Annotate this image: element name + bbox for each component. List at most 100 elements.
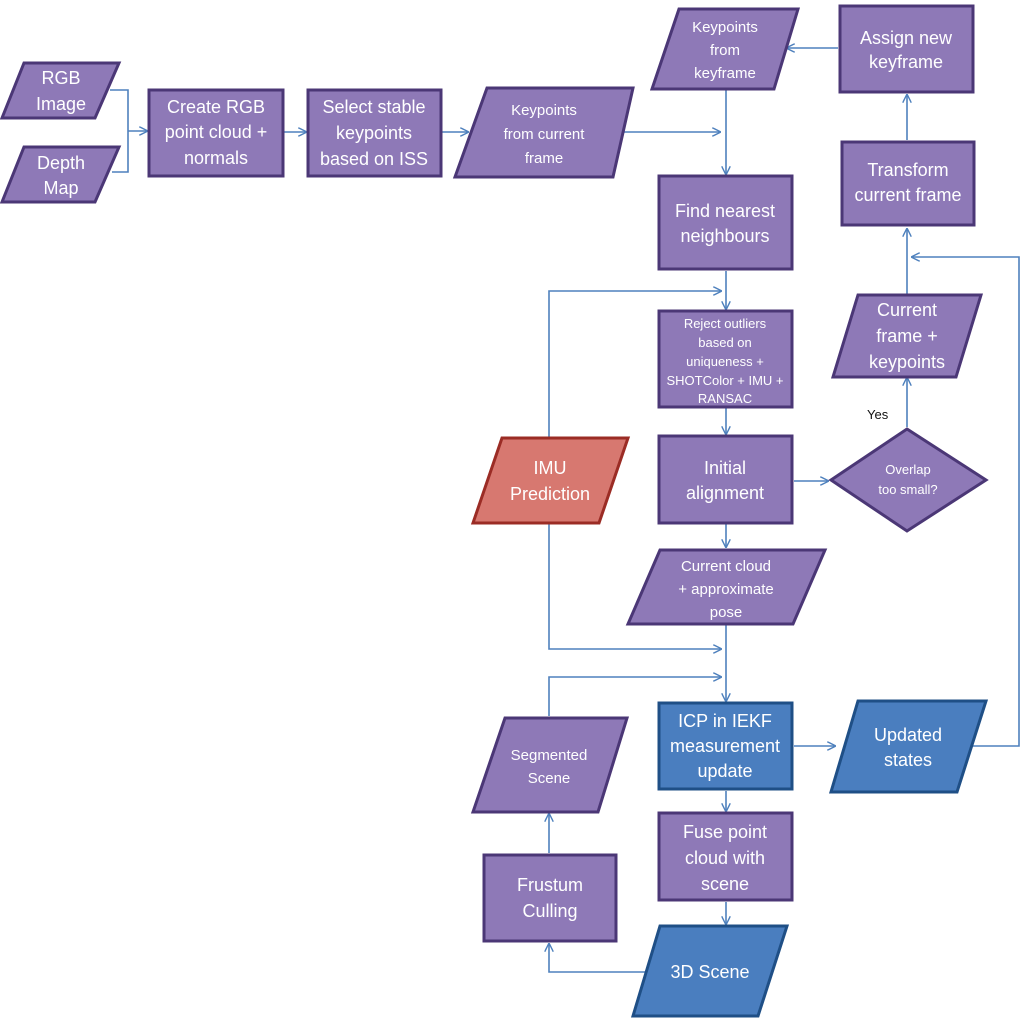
current-cloud-line-2: + approximate [678,581,773,598]
segmented-scene-line-1: Segmented [511,747,588,764]
fuse-point-cloud-line-1: Fuse point [683,822,767,842]
select-keypoints-line-3: based on ISS [320,149,428,169]
create-point-cloud-shape [147,88,285,178]
overlap-decision-shape [828,427,989,533]
frustum-culling-shape [482,853,618,943]
segmented-scene-node: Segmented Scene [470,716,630,814]
fuse-point-cloud-line-3: scene [701,874,749,894]
overlap-decision-line-2: too small? [878,482,937,497]
reject-outliers-node: Reject outliers based on uniqueness + SH… [657,309,794,409]
rgb-image-line-1: RGB [41,68,80,88]
current-frame-keypoints-line-1: Current [877,300,937,320]
overlap-decision-line-1: Overlap [885,462,931,477]
frustum-culling-line-2: Culling [522,901,577,921]
icp-iekf-line-1: ICP in IEKF [678,711,772,731]
segmented-scene-shape [470,716,630,814]
icp-iekf-node: ICP in IEKF measurement update [657,701,794,791]
current-cloud-line-1: Current cloud [681,558,771,575]
create-point-cloud-node: Create RGB point cloud + normals [147,88,285,178]
find-neighbours-line-2: neighbours [680,226,769,246]
select-keypoints-line-2: keypoints [336,123,412,143]
select-keypoints-node: Select stable keypoints based on ISS [306,88,443,178]
transform-frame-line-1: Transform [867,160,948,180]
initial-alignment-shape [657,434,794,525]
keypoints-keyframe-line-3: keyframe [694,65,756,82]
connectors [110,48,1020,973]
current-frame-keypoints-node: Current frame + keypoints [830,293,984,379]
depth-map-line-2: Map [43,178,78,198]
rgb-image-node: RGB Image [0,61,122,120]
keypoints-keyframe-line-2: from [710,42,740,59]
initial-alignment-line-1: Initial [704,458,746,478]
frustum-culling-line-1: Frustum [517,875,583,895]
connector-3d-scene-to-frustum [549,944,659,973]
transform-frame-node: Transform current frame [840,140,976,227]
fuse-point-cloud-node: Fuse point cloud with scene [657,811,794,902]
connector-segmented-to-icp [548,677,721,716]
current-frame-keypoints-shape [830,293,984,379]
rgb-image-shape [0,61,122,120]
keypoints-current-frame-line-3: frame [525,150,563,167]
transform-frame-shape [840,140,976,227]
reject-outliers-line-4: SHOTColor + IMU + [666,373,783,388]
create-point-cloud-line-2: point cloud + [165,122,268,142]
imu-prediction-node: IMU Prediction [470,436,631,525]
depth-map-node: Depth Map [0,145,122,204]
icp-iekf-shape [657,701,794,791]
keypoints-current-frame-shape [452,86,635,179]
initial-alignment-line-2: alignment [686,483,764,503]
find-neighbours-line-1: Find nearest [675,201,775,221]
find-neighbours-node: Find nearest neighbours [657,174,794,271]
imu-prediction-line-1: IMU [534,458,567,478]
updated-states-line-1: Updated [874,725,942,745]
create-point-cloud-line-1: Create RGB [167,97,265,117]
fuse-point-cloud-line-2: cloud with [685,848,765,868]
rgb-image-line-2: Image [36,94,86,114]
assign-keyframe-node: Assign new keyframe [838,4,975,94]
keypoints-current-frame-line-2: from current [504,126,586,143]
current-frame-keypoints-line-3: keypoints [869,352,945,372]
scene-3d-node: 3D Scene [630,924,790,1018]
segmented-scene-line-2: Scene [528,770,571,787]
current-cloud-line-3: pose [710,604,743,621]
imu-prediction-line-2: Prediction [510,484,590,504]
depth-map-line-1: Depth [37,153,85,173]
keypoints-keyframe-line-1: Keypoints [692,19,758,36]
initial-alignment-node: Initial alignment [657,434,794,525]
keypoints-current-frame-line-1: Keypoints [511,102,577,119]
assign-keyframe-shape [838,4,975,94]
frustum-culling-node: Frustum Culling [482,853,618,943]
select-keypoints-shape [306,88,443,178]
transform-frame-line-2: current frame [854,185,961,205]
current-cloud-shape [625,548,828,626]
nodes: RGB Image Depth Map Create RGB point clo… [0,4,989,1018]
keypoints-keyframe-shape [649,7,801,91]
updated-states-line-2: states [884,750,932,770]
updated-states-shape [828,699,989,794]
keypoints-keyframe-node: Keypoints from keyframe [649,7,801,91]
connector-rgb-depth-to-create [110,89,147,173]
select-keypoints-line-1: Select stable [322,97,425,117]
current-cloud-node: Current cloud + approximate pose [625,548,828,626]
assign-keyframe-line-2: keyframe [869,52,943,72]
reject-outliers-line-1: Reject outliers [684,316,767,331]
find-neighbours-shape [657,174,794,271]
reject-outliers-line-5: RANSAC [698,391,752,406]
create-point-cloud-line-3: normals [184,148,248,168]
keypoints-current-frame-node: Keypoints from current frame [452,86,635,179]
imu-prediction-shape [470,436,631,525]
current-frame-keypoints-line-2: frame + [876,326,938,346]
reject-outliers-shape [657,309,794,409]
scene-3d-label: 3D Scene [670,962,749,982]
overlap-decision-node: Overlap too small? [828,427,989,533]
icp-iekf-line-2: measurement [670,736,780,756]
icp-iekf-line-3: update [697,761,752,781]
connector-updated-to-transform-loop [912,257,1020,747]
connector-imu-to-icp [548,524,721,649]
reject-outliers-line-3: uniqueness + [686,354,764,369]
assign-keyframe-line-1: Assign new [860,28,953,48]
depth-map-shape [0,145,122,204]
connector-imu-to-reject [548,291,721,437]
fuse-point-cloud-shape [657,811,794,902]
